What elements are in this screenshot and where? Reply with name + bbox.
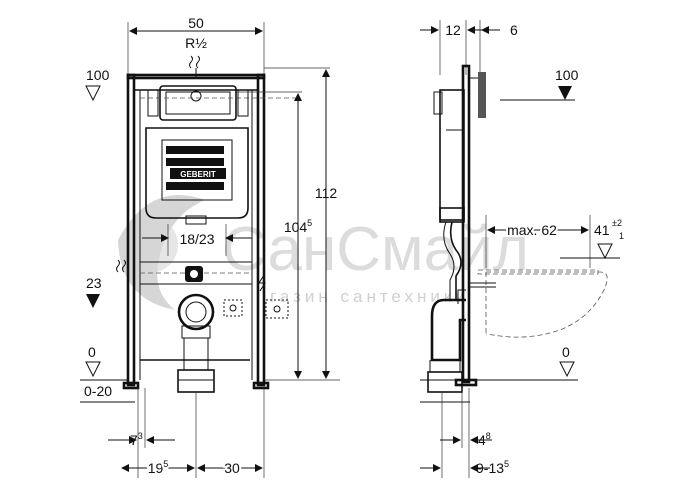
cistern-body: GEBERIT xyxy=(145,127,249,225)
svg-text:48: 48 xyxy=(478,431,491,448)
adjust-range-label: 9-135 xyxy=(476,459,509,476)
svg-text:41: 41 xyxy=(594,222,610,238)
watermark-tagline: газин сантехники xyxy=(270,287,469,306)
foot-depth-label: 48 xyxy=(478,431,491,448)
supply-connection-block xyxy=(140,85,300,121)
toilet-outline xyxy=(470,269,608,338)
water-supply-icon xyxy=(189,55,200,78)
plate-depth-label: 6 xyxy=(510,22,518,38)
front-view: 50 R½ xyxy=(80,15,340,478)
svg-text:1045: 1045 xyxy=(284,218,312,235)
svg-text:0: 0 xyxy=(562,344,570,360)
side-level-marker-100: 100 xyxy=(500,67,579,101)
drain-to-center-label: 30 xyxy=(224,460,240,476)
level-marker-23: 23 xyxy=(86,275,102,308)
watermark: СанСмайл газин сантехники xyxy=(118,195,529,310)
brand-logo: GEBERIT xyxy=(180,170,216,179)
side-view: 12 6 xyxy=(420,20,624,478)
height-112-label: 112 xyxy=(315,185,338,201)
drain-offset-label: 195 xyxy=(146,457,171,478)
height-104-label: 1045 xyxy=(284,218,312,235)
max-depth-label: max. 62 xyxy=(507,222,557,238)
connection-label: R½ xyxy=(185,35,207,51)
svg-text:23: 23 xyxy=(86,275,102,291)
water-drain-icon xyxy=(116,259,126,273)
svg-text:100: 100 xyxy=(86,67,110,83)
floor-range-label: 0-20 xyxy=(84,383,112,399)
drain-connector xyxy=(177,293,243,393)
bowl-spacing-label: 18/23 xyxy=(179,231,214,247)
watermark-brand: СанСмайл xyxy=(222,215,529,284)
foot-offset-label: 73 xyxy=(130,431,143,448)
svg-text:±2: ±2 xyxy=(612,218,622,228)
side-frame xyxy=(427,64,486,393)
svg-text:1: 1 xyxy=(619,231,624,241)
svg-text:195: 195 xyxy=(148,459,169,476)
mounting-bar xyxy=(139,261,253,285)
front-width-label: 50 xyxy=(188,15,204,31)
svg-text:0: 0 xyxy=(88,344,96,360)
level-marker-floor: 0 xyxy=(80,344,128,381)
side-level-marker-floor: 0 xyxy=(420,344,578,403)
watermark-logo-icon xyxy=(118,195,205,310)
svg-text:100: 100 xyxy=(555,67,579,83)
electrical-icon xyxy=(258,274,289,319)
svg-text:73: 73 xyxy=(130,431,143,448)
frame-depth-label: 12 xyxy=(445,22,461,38)
level-marker-100: 100 xyxy=(85,67,110,102)
svg-text:9-135: 9-135 xyxy=(476,459,509,476)
bowl-height-label: 41 ±2 1 xyxy=(560,218,624,260)
